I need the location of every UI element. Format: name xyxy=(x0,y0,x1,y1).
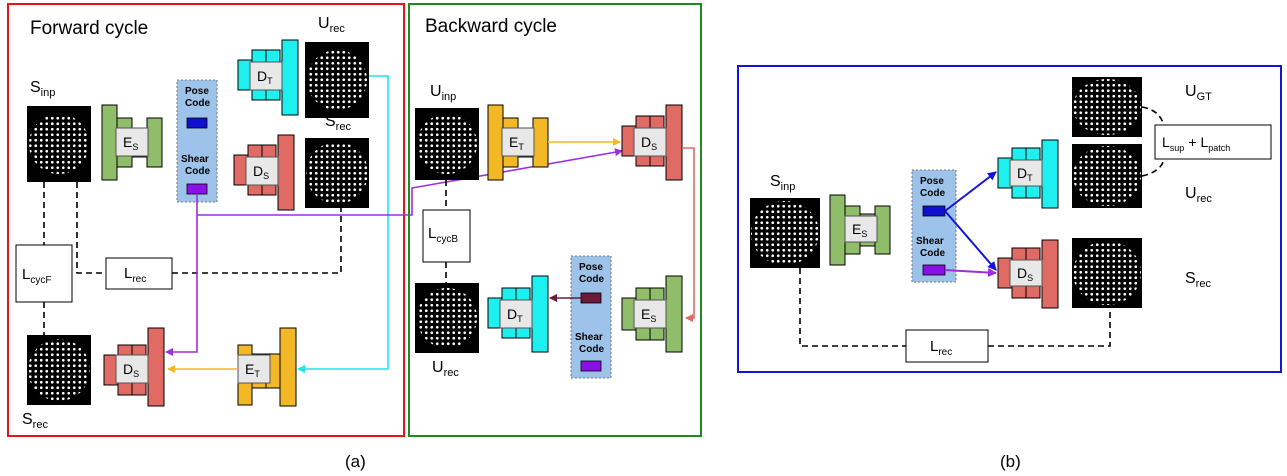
svg-text:Shear: Shear xyxy=(916,236,944,247)
backward-cycle-frame xyxy=(408,3,702,437)
s-inp-image xyxy=(27,106,91,182)
backward-pose-code-swatch xyxy=(580,292,602,304)
svg-text:Shear: Shear xyxy=(181,154,209,165)
b-s-inp-image xyxy=(750,198,820,268)
forward-dashed-links xyxy=(43,182,342,335)
b-u-gt-image xyxy=(1072,77,1142,137)
b-u-rec-image xyxy=(1072,144,1142,208)
encoder-s-block: ES xyxy=(101,104,163,181)
encoder-t-block: ET xyxy=(237,327,297,407)
backward-code-box: Pose Code Shear Code xyxy=(570,255,612,379)
b-decoder-t-block: DT xyxy=(997,139,1059,209)
svg-text:Code: Code xyxy=(920,248,945,259)
panel-b-frame xyxy=(737,65,1282,373)
svg-text:Pose: Pose xyxy=(185,86,209,97)
b-s-inp-label: Sinp xyxy=(770,173,795,193)
b-s-rec-image xyxy=(1072,238,1142,308)
b-s-rec-label: Srec xyxy=(1185,270,1211,290)
b-loss-dashed-link xyxy=(1141,106,1165,177)
b-encoder-s-block: ES xyxy=(829,194,891,266)
svg-text:Pose: Pose xyxy=(920,176,944,187)
b-loss-label: Lsup+Lpatch xyxy=(1162,134,1230,153)
arrow-purple-shear-to-backward-ds xyxy=(197,148,623,216)
arrow-red-ds-to-es xyxy=(682,147,695,322)
backward-decoder-t-block: DT xyxy=(487,275,549,353)
b-pose-code-swatch xyxy=(922,205,946,217)
l-cycf-label: LcycF xyxy=(22,266,51,286)
decoder-t-label: DT xyxy=(257,68,273,86)
s-rec-label: Srec xyxy=(325,113,351,133)
b-arrow-pose-to-ds xyxy=(944,210,997,271)
b-l-rec-box xyxy=(905,329,989,363)
l-cycb-box xyxy=(422,209,471,263)
b-decoder-s-block: DS xyxy=(997,239,1059,309)
backward-encoder-t-block: ET xyxy=(487,104,549,181)
l-rec-box xyxy=(105,257,173,290)
backward-encoder-s-label: ES xyxy=(641,306,656,324)
svg-text:Code: Code xyxy=(920,188,945,199)
b-rec-dashed-link xyxy=(799,268,1111,347)
b-arrow-pose-to-dt xyxy=(944,171,997,212)
backward-cycle-title: Backward cycle xyxy=(425,16,557,37)
b-encoder-s-label: ES xyxy=(852,221,867,239)
caption-a: (a) xyxy=(345,452,366,471)
decoder-s-block: DS xyxy=(233,134,295,211)
b-u-rec-label: Urec xyxy=(1185,185,1212,205)
shear-code-swatch xyxy=(186,183,208,195)
decoder-s-bottom-block: DS xyxy=(103,327,165,407)
backward-decoder-s-block: DS xyxy=(621,104,683,181)
forward-cycle-frame xyxy=(7,3,405,437)
l-rec-label: Lrec xyxy=(124,265,146,285)
decoder-t-block: DT xyxy=(237,39,299,116)
arrow-cyan-urec-to-et xyxy=(297,75,389,373)
arrow-purple-shear-to-ds xyxy=(165,194,198,356)
l-cycb-label: LcycB xyxy=(428,225,458,245)
encoder-s-label: ES xyxy=(123,134,138,152)
svg-text:Code: Code xyxy=(579,274,604,285)
s-rec-bottom-image xyxy=(27,335,91,405)
backward-u-rec-image xyxy=(415,283,479,353)
b-shear-code-swatch xyxy=(922,264,946,276)
svg-text:Code: Code xyxy=(185,166,210,177)
backward-encoder-t-label: ET xyxy=(509,134,524,152)
b-code-box: Pose Code Shear Code xyxy=(911,169,957,283)
svg-text:Code: Code xyxy=(579,344,604,355)
backward-u-rec-label: Urec xyxy=(432,359,459,379)
s-rec-bottom-label: Srec xyxy=(22,411,48,431)
u-inp-label: Uinp xyxy=(430,83,456,103)
backward-decoder-s-label: DS xyxy=(641,134,657,152)
u-rec-label: Urec xyxy=(318,15,345,35)
svg-text:Shear: Shear xyxy=(575,332,603,343)
forward-code-box: Pose Code Shear Code xyxy=(176,79,218,203)
b-u-gt-label: UGT xyxy=(1185,83,1212,103)
pose-code-swatch xyxy=(186,117,208,129)
backward-shear-code-swatch xyxy=(580,360,602,372)
l-cycf-box xyxy=(15,244,73,303)
decoder-s-label: DS xyxy=(253,163,269,181)
u-rec-image xyxy=(305,42,369,118)
b-decoder-s-label: DS xyxy=(1017,265,1033,283)
forward-cycle-title: Forward cycle xyxy=(30,18,148,39)
b-decoder-t-label: DT xyxy=(1017,165,1033,183)
s-inp-label: Sinp xyxy=(30,79,55,99)
u-inp-image xyxy=(415,108,479,180)
encoder-t-label: ET xyxy=(245,361,260,379)
b-l-rec-label: Lrec xyxy=(930,338,952,358)
b-arrow-shear-to-ds xyxy=(944,268,997,278)
backward-decoder-t-label: DT xyxy=(507,306,523,324)
s-rec-image xyxy=(305,138,369,208)
svg-text:Pose: Pose xyxy=(579,262,603,273)
caption-b: (b) xyxy=(1000,452,1021,471)
b-loss-box xyxy=(1154,124,1272,160)
decoder-s-bottom-label: DS xyxy=(123,361,139,379)
backward-encoder-s-block: ES xyxy=(621,275,683,353)
svg-text:Code: Code xyxy=(185,98,210,109)
